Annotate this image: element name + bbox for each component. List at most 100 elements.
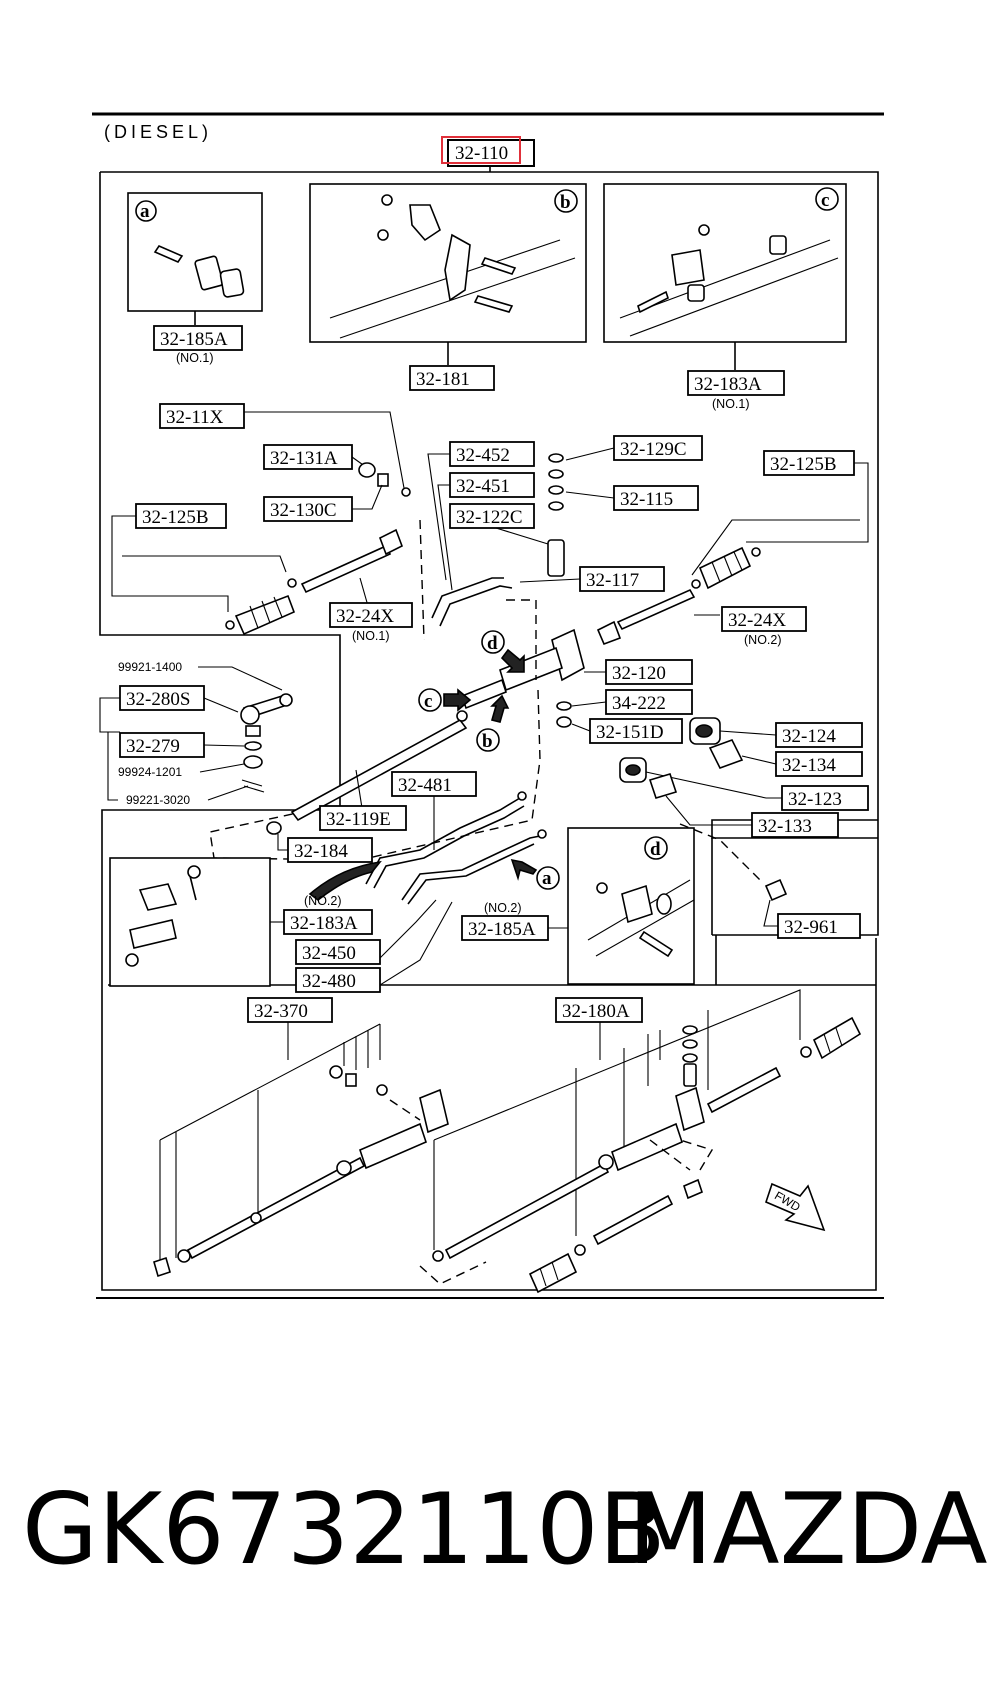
ref-184[interactable]: 32-184 — [287, 837, 373, 863]
ref-370[interactable]: 32-370 — [247, 997, 333, 1023]
detail-d-letter: d — [650, 839, 661, 860]
ref-129c-label: 32-129C — [620, 439, 687, 460]
detail-c-marker — [815, 187, 839, 211]
bushing-icon — [219, 268, 245, 298]
fitting-icon — [517, 791, 527, 801]
leader-130c — [352, 484, 383, 510]
ref-11x-label: 32-11X — [166, 407, 224, 428]
ref-130c[interactable]: 32-130C — [263, 496, 353, 522]
leader-151d — [571, 723, 591, 732]
nut-icon — [243, 755, 263, 769]
boot-icon — [234, 594, 296, 636]
pinion-icon — [547, 539, 565, 577]
ref-481[interactable]: 32-481 — [391, 771, 477, 797]
seal-icon — [336, 1160, 352, 1176]
ref-451[interactable]: 32-451 — [449, 472, 535, 498]
ref-124[interactable]: 32-124 — [775, 722, 863, 748]
ref-185a-no1[interactable]: 32-185A — [153, 325, 243, 351]
ref-480[interactable]: 32-480 — [295, 967, 381, 993]
ref-450[interactable]: 32-450 — [295, 939, 381, 965]
cap-icon — [358, 462, 376, 478]
ref-961-label: 32-961 — [784, 917, 838, 938]
ref-131a[interactable]: 32-131A — [263, 444, 353, 470]
ref-122c[interactable]: 32-122C — [449, 503, 535, 529]
ref-961[interactable]: 32-961 — [777, 913, 861, 939]
ref-452[interactable]: 32-452 — [449, 441, 535, 467]
plug-icon — [345, 1073, 357, 1087]
detail-b: b — [309, 183, 587, 343]
ref-115[interactable]: 32-115 — [613, 485, 699, 511]
bushing-icon — [769, 235, 787, 255]
leader-134 — [741, 755, 777, 765]
cylinder-icon — [499, 646, 563, 692]
mount-123-icon — [619, 757, 647, 783]
tie-rod-icon — [616, 588, 696, 631]
ref-11x[interactable]: 32-11X — [159, 403, 245, 429]
leader-1400 — [198, 666, 283, 691]
boot-right — [691, 546, 761, 590]
part-99921-1400: 99921-1400 — [118, 660, 182, 674]
ref-280s[interactable]: 32-280S — [119, 685, 205, 711]
callout-d-main[interactable]: d — [481, 630, 505, 654]
ref-183a-no1[interactable]: 32-183A — [687, 370, 785, 396]
ref-185a-no2[interactable]: 32-185A — [461, 915, 549, 941]
ref-183a-no2-note: (NO.2) — [304, 894, 342, 908]
ref-24x-no2[interactable]: 32-24X — [721, 606, 807, 632]
leader-bracket-left — [107, 732, 118, 801]
ref-125b-right[interactable]: 32-125B — [763, 450, 855, 476]
ref-120[interactable]: 32-120 — [605, 659, 693, 685]
gear-housing — [461, 628, 585, 710]
cylinder-icon — [611, 1122, 683, 1172]
ref-184-label: 32-184 — [294, 841, 348, 862]
ref-151d[interactable]: 32-151D — [589, 718, 683, 744]
ref-130c-label: 32-130C — [270, 500, 337, 521]
bolt-icon — [153, 244, 184, 264]
boot-ribs — [823, 1027, 843, 1053]
ref-123[interactable]: 32-123 — [781, 785, 869, 811]
seal-icon — [598, 1154, 614, 1170]
seal-icon — [556, 701, 572, 711]
ref-180a[interactable]: 32-180A — [555, 997, 643, 1023]
ref-24x-no1-label: 32-24X — [336, 606, 394, 627]
bolt-icon — [638, 930, 674, 958]
ref-222[interactable]: 34-222 — [605, 689, 693, 715]
leader-370 — [159, 1022, 381, 1141]
caption: GK6732110B MAZDA — [0, 1470, 992, 1590]
ref-129c[interactable]: 32-129C — [613, 435, 703, 461]
part-number: GK6732110B — [22, 1473, 666, 1587]
boot-icon — [812, 1016, 862, 1060]
nut-icon — [548, 485, 564, 495]
rack-bar-icon — [444, 1162, 610, 1260]
ref-125b-left[interactable]: 32-125B — [135, 503, 227, 529]
leader-124 — [719, 730, 777, 736]
callout-c-letter: c — [424, 691, 432, 712]
group-ref-box[interactable]: 32-110 — [441, 136, 535, 167]
ref-123-label: 32-123 — [788, 789, 842, 810]
leader-133 — [665, 795, 752, 826]
ref-183a-no2[interactable]: 32-183A — [283, 909, 373, 935]
callout-b-main[interactable]: b — [476, 728, 500, 752]
callout-c-main[interactable]: c — [418, 688, 442, 712]
brand-name: MAZDA — [628, 1473, 988, 1587]
leader-123 — [645, 771, 782, 799]
callout-a-main[interactable]: a — [536, 866, 560, 890]
nut-icon — [596, 882, 608, 894]
ref-185a-no2-note: (NO.2) — [484, 901, 522, 915]
rack-bar-icon — [186, 1156, 366, 1260]
washer-icon — [548, 501, 564, 511]
ref-133[interactable]: 32-133 — [751, 812, 839, 838]
rack-end-icon — [456, 710, 468, 722]
ref-279[interactable]: 32-279 — [119, 732, 205, 758]
arrow-icon — [500, 648, 525, 673]
direction-arrow-icon — [308, 860, 382, 902]
ref-120-label: 32-120 — [612, 663, 666, 684]
ref-134[interactable]: 32-134 — [775, 751, 863, 777]
ref-24x-no1[interactable]: 32-24X — [329, 602, 413, 628]
detail-d: d — [567, 827, 695, 985]
washer-icon — [682, 1039, 698, 1049]
detail-c-no2 — [109, 857, 271, 987]
ref-183a-no1-label: 32-183A — [694, 374, 762, 395]
ref-181[interactable]: 32-181 — [409, 365, 495, 391]
ref-119e[interactable]: 32-119E — [319, 805, 407, 831]
ref-117[interactable]: 32-117 — [579, 566, 665, 592]
